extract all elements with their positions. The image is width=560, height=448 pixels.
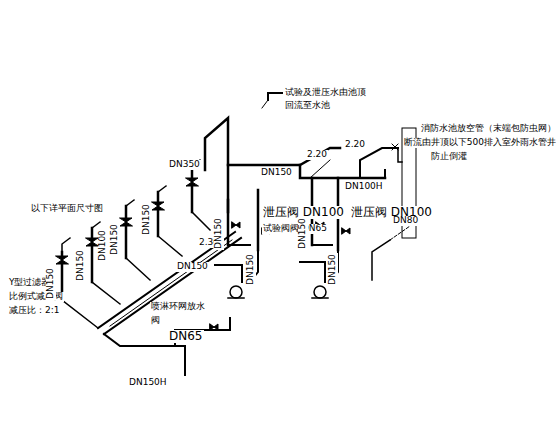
pipe-label: DN100 <box>98 229 108 262</box>
pipe-label: 试验阀阀 DN65 <box>262 224 328 234</box>
pipe-label: 防止倒灌 <box>430 152 468 162</box>
pipe-label: 2.20 <box>306 150 328 160</box>
pipe-label: DN65 <box>168 330 204 343</box>
pipe-label: DN150 <box>328 253 338 286</box>
pipe-label: 断流由井顶以下500排入室外雨水管井 <box>403 138 557 148</box>
pipe-label: DN150 <box>176 262 209 272</box>
pipe-label: 喷淋环网放水 <box>150 302 206 312</box>
pipe-label: DN150 <box>110 223 120 256</box>
pipe-label: 2.20 <box>344 140 366 150</box>
pipe-label: DN150 <box>46 267 56 300</box>
pipe-label: DN80 <box>392 216 419 226</box>
pipe-label: 消防水池放空管（末端包防虫网） <box>420 124 557 134</box>
pipe-label: 试验及泄压水由池顶 <box>284 88 367 98</box>
pipe-label: DN100H <box>344 182 384 192</box>
pipe-label: 阀 <box>150 316 161 326</box>
pipe-label: DN350 <box>168 160 201 170</box>
pipe-label: DN150 <box>142 203 152 236</box>
pipe-label: 以下详平面尺寸图 <box>30 204 104 214</box>
pipe-label: Y型过滤器 <box>8 278 52 288</box>
pipe-label: 减压比：2:1 <box>8 306 60 316</box>
pipe-label: DN150 <box>246 253 256 286</box>
pipe-label: DN150 <box>298 217 308 250</box>
pipe-label: DN150H <box>128 378 168 388</box>
pipe-label: DN150 <box>214 217 224 250</box>
pipe-label: 回流至水池 <box>284 101 331 111</box>
pipe-label: DN150 <box>76 249 86 282</box>
pipe-label: DN150 <box>260 168 293 178</box>
